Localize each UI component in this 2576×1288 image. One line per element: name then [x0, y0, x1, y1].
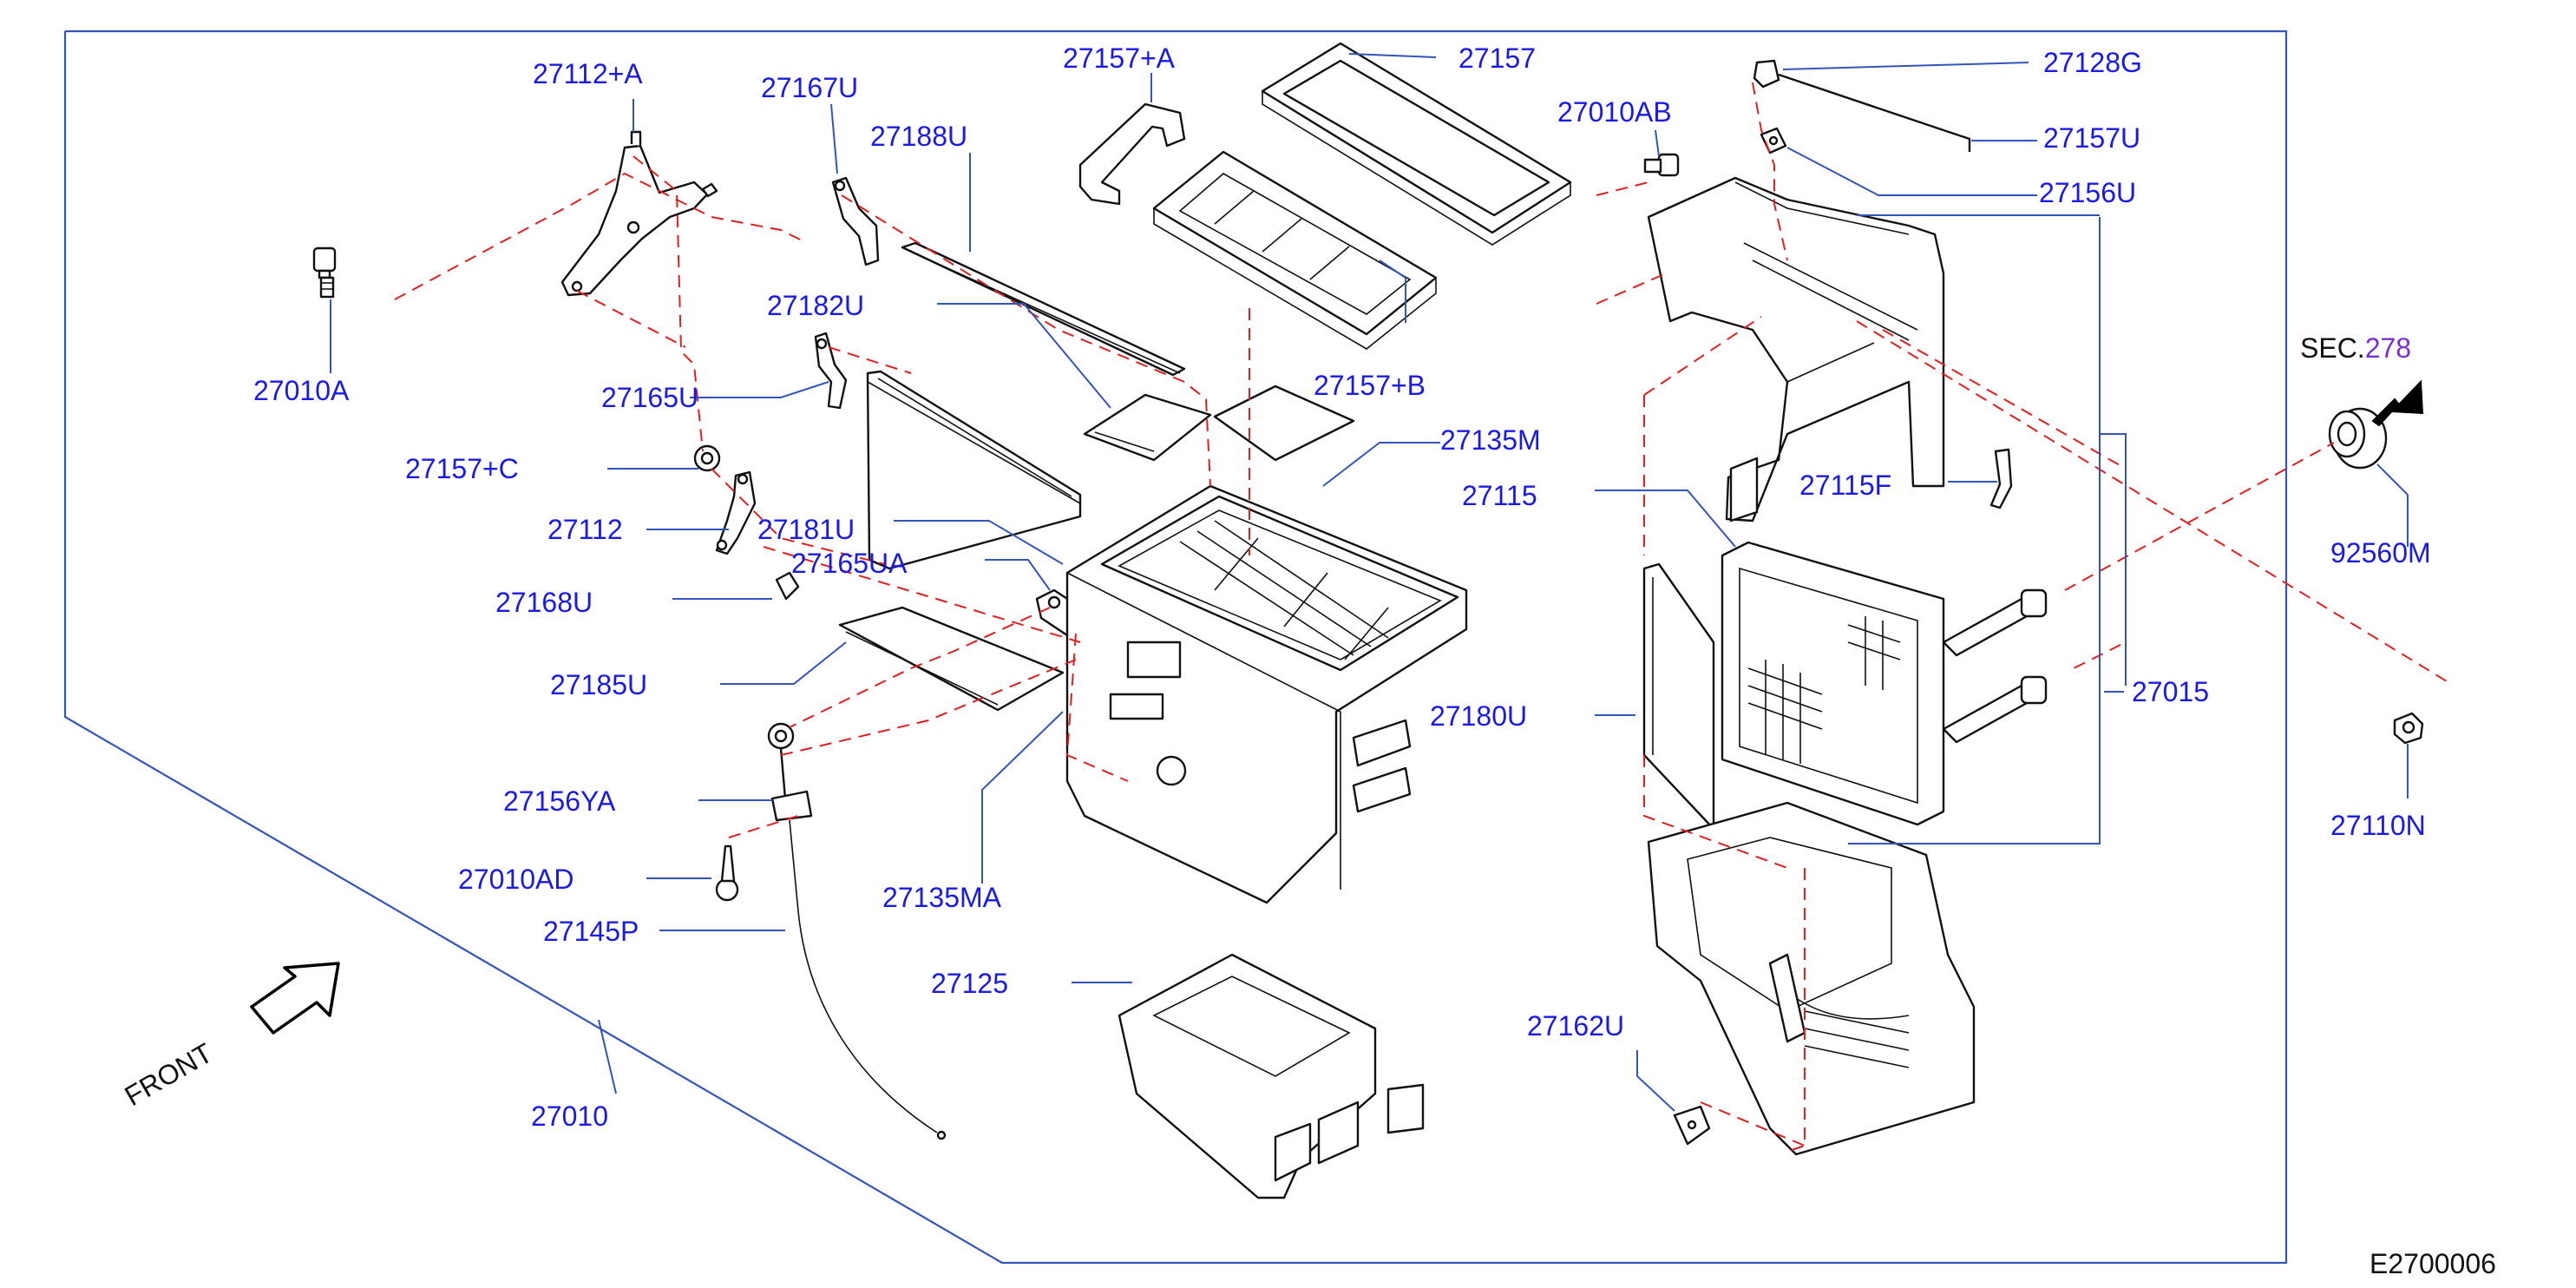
front-arrow-icon	[250, 962, 340, 1035]
label-27165UA: 27165UA	[791, 548, 908, 579]
label-27015: 27015	[2132, 676, 2209, 707]
label-27010AB: 27010AB	[1557, 96, 1672, 128]
label-27157U: 27157U	[2043, 122, 2140, 154]
heater-case-27135M	[1065, 384, 1468, 904]
foam-seal-27157A	[1078, 102, 1186, 206]
label-27156U: 27156U	[2039, 177, 2136, 208]
seal-strip-27188U	[901, 241, 1186, 377]
lever-27112	[715, 470, 757, 555]
label-27168U: 27168U	[495, 587, 593, 618]
lower-case-27125	[1118, 953, 1425, 1199]
label-27162U: 27162U	[1527, 1010, 1624, 1042]
gasket-frame-27157	[1261, 42, 1572, 246]
clip-27168U	[775, 571, 800, 601]
label-27112A: 27112+A	[533, 58, 643, 89]
plate-27182U	[1083, 393, 1212, 462]
section-direction-arrow	[2371, 379, 2424, 427]
grommet-92560M	[2328, 407, 2388, 470]
label-27135MA: 27135MA	[882, 882, 1002, 913]
label-27167U: 27167U	[761, 72, 858, 103]
label-27010AD: 27010AD	[458, 864, 574, 895]
front-label: FRONT	[120, 1037, 218, 1112]
label-27188U: 27188U	[870, 121, 967, 152]
section-prefix: SEC.	[2300, 332, 2365, 364]
part-number-labels: 27112+A 27167U 27157+A 27157 27010AB 271…	[120, 43, 2496, 1279]
washer-27157C	[693, 444, 721, 472]
label-27010: 27010	[531, 1101, 608, 1132]
holder-27156U	[1760, 127, 1787, 154]
bolt-27010A	[312, 246, 337, 299]
label-27165U: 27165U	[601, 382, 698, 413]
label-27135M: 27135M	[1440, 424, 1541, 456]
label-27157: 27157	[1458, 43, 1536, 74]
label-27157B: 27157+B	[1314, 370, 1426, 401]
clip-27162U	[1673, 1105, 1711, 1146]
clip-27128G	[1753, 59, 1971, 152]
cable-assembly-27145P	[767, 722, 947, 1140]
lower-housing-shell	[1647, 801, 1976, 1156]
label-27115F: 27115F	[1799, 470, 1891, 501]
label-27182U: 27182U	[767, 290, 864, 321]
label-27010A: 27010A	[253, 375, 350, 406]
assembly-boundary-frame	[63, 30, 2288, 1265]
heater-core-27115	[1721, 541, 2048, 826]
label-27180U: 27180U	[1430, 700, 1527, 732]
label-27145P: 27145P	[543, 916, 639, 947]
label-27128G: 27128G	[2043, 47, 2142, 78]
section-number: 278	[2365, 332, 2411, 364]
section-reference: SEC.278	[2300, 332, 2411, 364]
bolt-27010AB	[1643, 153, 1680, 177]
label-27157C: 27157+C	[405, 453, 519, 484]
door-27185U	[838, 606, 1065, 712]
label-27185U: 27185U	[550, 669, 647, 700]
label-27112: 27112	[547, 514, 623, 545]
label-27181U: 27181U	[757, 514, 855, 545]
label-27110N: 27110N	[2330, 810, 2426, 841]
label-27157A: 27157+A	[1063, 43, 1176, 74]
lever-bracket-27112A	[560, 130, 718, 297]
figure-code: E2700006	[2370, 1248, 2496, 1279]
link-27167U	[831, 176, 880, 266]
door-27181U	[866, 370, 1082, 570]
screw-27010AD	[715, 844, 739, 902]
callout-leader-lines	[330, 53, 2409, 1112]
link-27165U	[814, 332, 848, 410]
filter-frame-27157B	[1152, 150, 1438, 350]
upper-case-housing	[1647, 176, 1945, 522]
label-27115: 27115	[1462, 480, 1537, 511]
filter-27180U	[1642, 562, 1715, 831]
nut-27110N	[2393, 712, 2424, 745]
label-27125: 27125	[931, 968, 1008, 999]
label-92560M: 92560M	[2330, 537, 2431, 568]
label-27156YA: 27156YA	[503, 785, 616, 817]
clip-27115F	[1989, 448, 2013, 509]
